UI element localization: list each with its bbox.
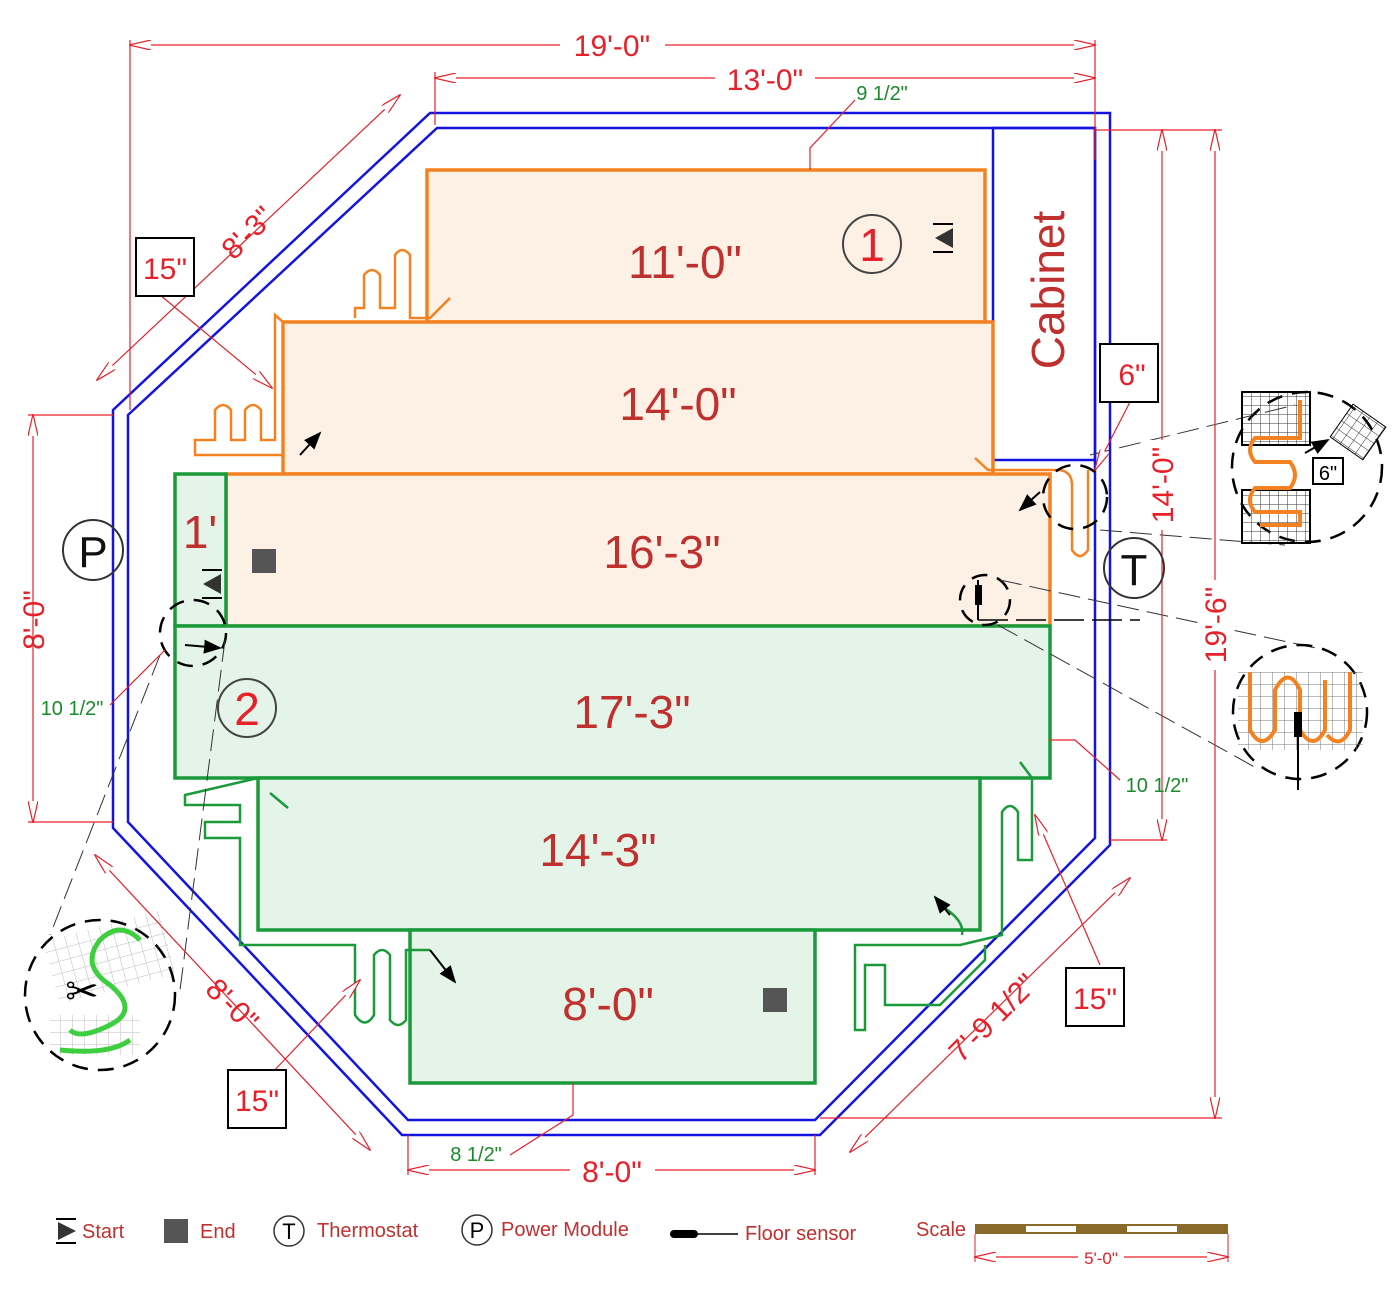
dim-bottom-gap: 8 1/2" <box>450 1144 502 1166</box>
legend-start: Start <box>82 1221 125 1243</box>
gap-box <box>135 237 195 297</box>
dim-top-wall: 13'-0" <box>727 64 803 97</box>
mat-label: 14'-3" <box>539 824 656 876</box>
dim-overall-width: 19'-0" <box>574 30 650 63</box>
mat-14-0 <box>281 320 995 476</box>
power-module-icon <box>62 519 124 581</box>
end-icon <box>252 549 276 573</box>
start-icon <box>58 1222 76 1240</box>
detail-gap-label: 6" <box>1319 463 1337 485</box>
legend-thermostat: Thermostat <box>317 1220 419 1242</box>
detail-callout-circle <box>958 573 1012 627</box>
detail-cut-turn: 6" <box>1230 390 1387 544</box>
legend-power-module: Power Module <box>501 1219 629 1241</box>
zone-2-label: 2 <box>234 683 260 735</box>
power-module-icon <box>461 1214 493 1246</box>
end-icon <box>763 988 787 1012</box>
thermostat-label: T <box>1121 546 1148 595</box>
legend-floor-sensor: Floor sensor <box>745 1223 856 1245</box>
zone-1-marker <box>842 214 902 274</box>
zone-1-label: 1 <box>859 219 885 271</box>
start-icon <box>933 223 953 253</box>
scale-length: 5'-0" <box>1084 1249 1118 1268</box>
scale-bar: 5'-0" <box>975 1224 1228 1268</box>
detail-callout-circle <box>158 598 228 668</box>
legend-scale: Scale <box>916 1219 966 1241</box>
start-icon <box>202 569 222 599</box>
scissors-icon: ✂ <box>65 970 99 1014</box>
dim-top-left-diagonal: 8'-3" <box>215 200 281 266</box>
gap-box <box>227 1069 287 1129</box>
room-walls <box>111 111 1112 1137</box>
gap-box <box>1099 343 1159 403</box>
thermostat-icon <box>273 1215 305 1247</box>
mat-label: 17'-3" <box>573 686 690 738</box>
dim-left-gap: 10 1/2" <box>41 698 104 720</box>
legend-thermostat-symbol: T <box>282 1219 295 1244</box>
end-icon <box>164 1219 188 1243</box>
zone-2-marker <box>217 678 277 738</box>
cabinet-outline <box>991 126 1097 462</box>
mat-label: 14'-0" <box>619 378 736 430</box>
detail-cut-cable: ✂ <box>23 910 177 1072</box>
heating-mats <box>173 168 1052 1085</box>
mat-label: 8'-0" <box>562 978 654 1030</box>
mat-8-0 <box>408 928 817 1085</box>
mat-14-3 <box>256 776 982 932</box>
cabinet-label: Cabinet <box>1022 211 1074 370</box>
mat-17-3 <box>173 624 1052 780</box>
mat-16-3 <box>224 472 1052 628</box>
dim-right-side: 14'-0" <box>1147 447 1180 523</box>
legend-end: End <box>200 1221 236 1243</box>
gap-box-label: 15" <box>1073 983 1117 1016</box>
dim-left-wall: 8'-0" <box>18 590 51 650</box>
dim-bottom-wall: 8'-0" <box>582 1156 642 1189</box>
floor-sensor-icon <box>670 1230 698 1238</box>
legend-power-symbol: P <box>470 1218 485 1243</box>
mat-label: 16'-3" <box>603 526 720 578</box>
gap-box-label: 6" <box>1118 359 1145 392</box>
gap-box-label: 15" <box>143 253 187 286</box>
detail-sensor <box>1231 643 1369 790</box>
detail-callout-circle <box>1041 463 1109 531</box>
power-module-label: P <box>78 528 107 577</box>
dim-right-gap: 10 1/2" <box>1126 775 1189 797</box>
mat-11-0 <box>425 168 987 324</box>
thermostat-icon <box>1103 537 1165 599</box>
legend: Start End T Thermostat P Power Module Fl… <box>56 1214 1228 1268</box>
gap-box <box>1065 967 1125 1027</box>
dim-bottom-left-diagonal: 8'-0" <box>199 972 265 1038</box>
mat-label: 11'-0" <box>628 236 742 288</box>
mat-label: 1' <box>183 506 217 558</box>
dim-bottom-right-diagonal: 7'-9 1/2" <box>943 968 1044 1069</box>
dim-overall-height: 19'-6" <box>1200 587 1233 663</box>
gap-box-label: 15" <box>235 1085 279 1118</box>
dim-top-gap: 9 1/2" <box>856 83 908 105</box>
floor-sensor-icon <box>975 580 1140 621</box>
